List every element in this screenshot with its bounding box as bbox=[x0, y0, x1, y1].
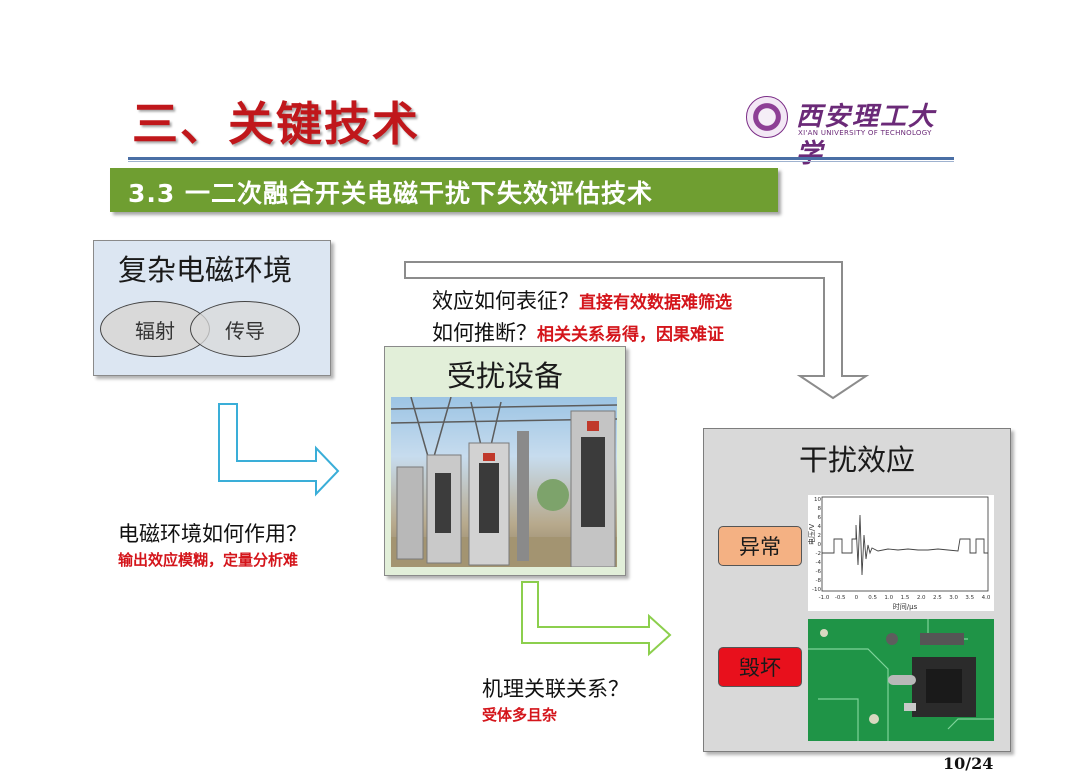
y-tick-label: 8 bbox=[818, 506, 822, 512]
x-tick-label: 4.0 bbox=[982, 595, 991, 601]
y-tick-label: -2 bbox=[816, 551, 821, 557]
question-mechanism: 机理关联关系？ bbox=[482, 673, 629, 703]
device-box: 受扰设备 bbox=[384, 346, 626, 576]
question-environment-effect: 电磁环境如何作用？ bbox=[118, 518, 307, 548]
question-mechanism-note: 受体多且杂 bbox=[482, 704, 557, 725]
x-tick-label: 3.5 bbox=[965, 595, 974, 601]
question-infer: 如何推断？相关关系易得，因果难证 bbox=[432, 317, 724, 347]
y-tick-label: -4 bbox=[816, 560, 822, 566]
x-tick-label: 0.5 bbox=[868, 595, 877, 601]
question-note: 相关关系易得，因果难证 bbox=[537, 325, 724, 345]
effect-title: 干扰效应 bbox=[704, 437, 1010, 479]
y-axis-label: 电压/V bbox=[808, 524, 816, 545]
y-tick-label: 4 bbox=[818, 524, 822, 530]
y-tick-label: 10 bbox=[814, 497, 821, 503]
x-tick-label: 2.0 bbox=[917, 595, 926, 601]
x-tick-label: 1.0 bbox=[884, 595, 893, 601]
switchgear-illustration bbox=[391, 397, 617, 567]
conduction-ellipse: 传导 bbox=[190, 301, 300, 357]
y-tick-label: -6 bbox=[816, 569, 822, 575]
environment-box: 复杂电磁环境 辐射 传导 bbox=[93, 240, 331, 376]
x-tick-label: 1.5 bbox=[901, 595, 910, 601]
abnormal-tag: 异常 bbox=[718, 526, 802, 566]
x-tick-label: -0.5 bbox=[835, 595, 846, 601]
x-tick-label: 2.5 bbox=[933, 595, 942, 601]
pcb-illustration bbox=[808, 619, 994, 741]
effect-box: 干扰效应 异常 毁坏 电压/V 10 8 6 4 2 0 -2 -4 -6 -8 -10 -1.0-… bbox=[703, 428, 1011, 752]
switchgear-photo bbox=[391, 397, 617, 567]
green-elbow-arrow bbox=[522, 582, 670, 654]
waveform-plot: 电压/V 10 8 6 4 2 0 -2 -4 -6 -8 -10 -1.0 -0.5 0 0.5 1.0 1… bbox=[808, 495, 994, 611]
y-tick-label: -10 bbox=[812, 587, 821, 593]
waveform-svg: 电压/V 10 8 6 4 2 0 -2 -4 -6 -8 -10 -1.0 -0.5 0 0.5 1.0 1… bbox=[808, 495, 994, 611]
question-characterize: 效应如何表征？直接有效数据难筛选 bbox=[432, 285, 732, 315]
device-title: 受扰设备 bbox=[385, 353, 625, 395]
destroy-tag: 毁坏 bbox=[718, 647, 802, 687]
y-tick-label: 6 bbox=[818, 515, 822, 521]
question-environment-note: 输出效应模糊，定量分析难 bbox=[118, 549, 298, 570]
x-axis-label: 时间/μs bbox=[893, 602, 918, 611]
x-tick-labels: -1.0 -0.5 0 0.5 1.0 1.5 2.0 2.5 3.0 3.5 4.0 bbox=[819, 595, 991, 601]
y-tick-label: 2 bbox=[818, 533, 822, 539]
x-tick-label: -1.0 bbox=[819, 595, 830, 601]
x-tick-label: 3.0 bbox=[949, 595, 958, 601]
environment-title: 复杂电磁环境 bbox=[118, 247, 292, 289]
question-text: 效应如何表征？ bbox=[432, 289, 579, 313]
damaged-pcb-photo bbox=[808, 619, 994, 741]
question-text: 如何推断？ bbox=[432, 321, 537, 345]
y-tick-label: 0 bbox=[818, 542, 822, 548]
y-tick-label: -8 bbox=[816, 578, 822, 584]
blue-elbow-arrow bbox=[219, 404, 338, 494]
question-note: 直接有效数据难筛选 bbox=[579, 293, 732, 313]
x-tick-label: 0 bbox=[855, 595, 859, 601]
